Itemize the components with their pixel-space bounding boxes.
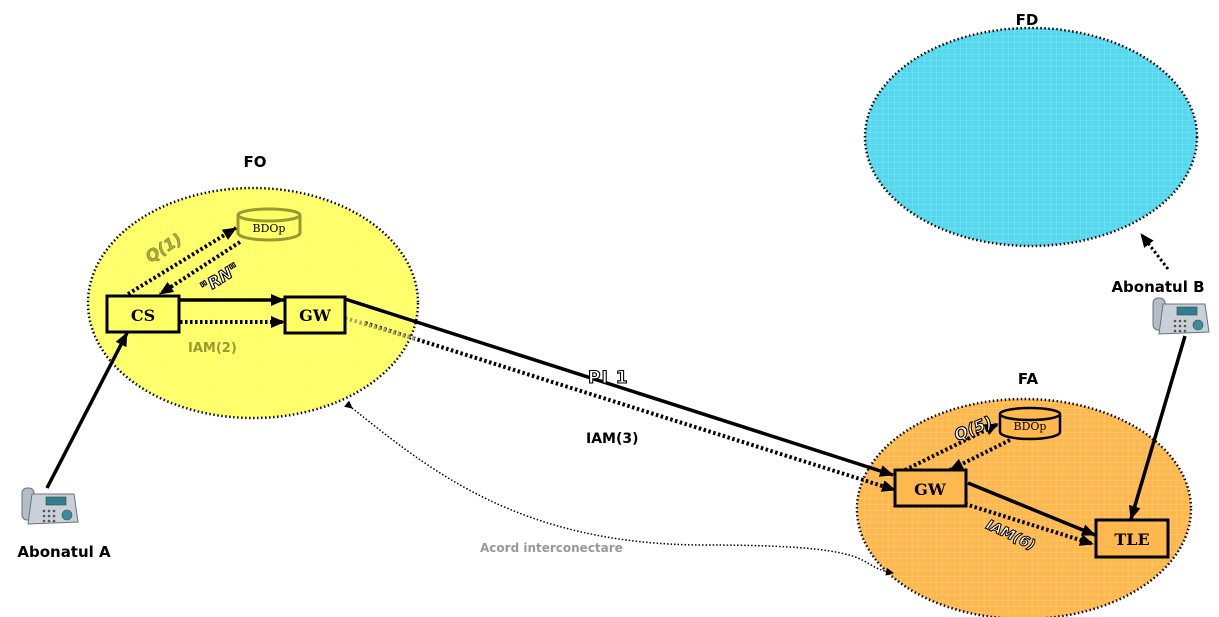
acord-interconectare-arrow bbox=[344, 400, 894, 576]
iam2-label: IAM(2) bbox=[188, 341, 237, 356]
iam3-label: IAM(3) bbox=[586, 431, 639, 447]
cs-node: CS bbox=[105, 294, 181, 334]
iam3-arrow bbox=[364, 321, 896, 492]
q1-arrow bbox=[126, 226, 238, 296]
subscriber-b-fd-arrow bbox=[1139, 233, 1170, 270]
subscriber-b-link bbox=[1128, 335, 1187, 520]
acord-interconectare-label: Acord interconectare bbox=[480, 541, 623, 555]
tle-label: TLE bbox=[1114, 530, 1149, 549]
telephone-a-icon bbox=[21, 487, 79, 525]
bdop-access-label: BDOp bbox=[1014, 420, 1047, 433]
network-fo bbox=[86, 186, 420, 420]
network-fd bbox=[863, 26, 1199, 248]
telephone-b-icon bbox=[1152, 297, 1210, 335]
gw-access-node: GW bbox=[893, 468, 968, 508]
bdop-origin-label: BDOp bbox=[253, 222, 286, 235]
bdop-origin-database: BDOp bbox=[236, 207, 302, 242]
network-label-fo: FO bbox=[244, 153, 267, 171]
iam3-arrow-gray-start bbox=[344, 316, 416, 341]
network-label-fd: FD bbox=[1016, 11, 1039, 29]
subscriber-a-link bbox=[45, 332, 129, 489]
tle-node: TLE bbox=[1094, 518, 1170, 559]
network-fa bbox=[855, 397, 1193, 617]
gw-origin-node: GW bbox=[283, 295, 347, 335]
bdop-a-response-arrow bbox=[949, 438, 1011, 472]
cs-label: CS bbox=[131, 306, 155, 325]
network-label-fa: FA bbox=[1018, 370, 1039, 388]
subscriber-a-label: Abonatul A bbox=[17, 543, 111, 561]
gw-access-label: GW bbox=[914, 480, 947, 499]
pi1-label: PI 1 bbox=[588, 368, 629, 388]
q5-arrow bbox=[904, 422, 999, 472]
rn-arrow bbox=[158, 240, 242, 296]
iam6-arrow bbox=[964, 502, 1094, 546]
subscriber-b-label: Abonatul B bbox=[1111, 278, 1204, 296]
gw-tle-link bbox=[967, 481, 1096, 537]
bdop-access-database: BDOp bbox=[998, 406, 1062, 441]
gw-origin-label: GW bbox=[299, 306, 332, 325]
